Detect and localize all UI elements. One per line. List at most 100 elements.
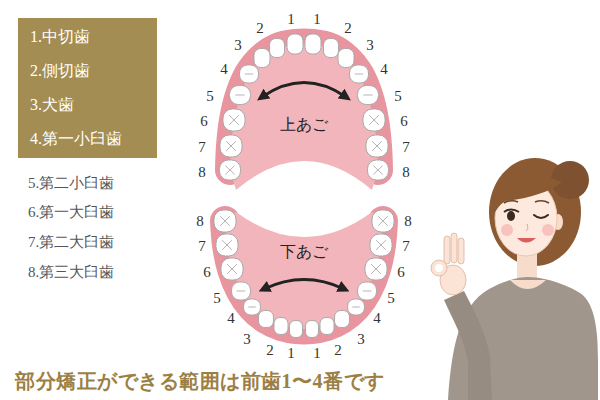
tooth-name: 4.第一小臼歯 xyxy=(30,122,122,156)
tooth xyxy=(290,321,303,338)
tooth xyxy=(306,321,319,338)
finger xyxy=(458,238,464,264)
tooth xyxy=(232,282,251,300)
tooth-groove xyxy=(363,291,371,292)
palate xyxy=(230,44,378,190)
tooth xyxy=(338,49,354,68)
tooth-crown xyxy=(372,210,394,232)
tooth-crown xyxy=(358,282,377,300)
tooth xyxy=(259,311,274,328)
tooth-groove xyxy=(363,95,372,96)
cheek xyxy=(501,224,513,236)
tooth-number: 6 xyxy=(400,114,408,129)
sleeve xyxy=(444,291,492,400)
tooth xyxy=(214,210,236,232)
tooth-crown xyxy=(290,321,303,338)
tooth-crown xyxy=(358,86,379,105)
tooth xyxy=(220,135,242,157)
tooth xyxy=(335,311,350,328)
tooth-crown xyxy=(324,39,339,58)
tooth-crown xyxy=(306,321,319,338)
tooth-groove xyxy=(371,264,381,274)
tooth-number: 8 xyxy=(402,165,410,180)
bangs xyxy=(494,175,562,214)
tooth-crown xyxy=(270,39,285,58)
tooth-number: 1 xyxy=(313,346,321,361)
tooth-crown xyxy=(230,86,251,105)
tooth xyxy=(365,258,387,280)
tooth-number: 8 xyxy=(404,214,412,229)
eyebrow xyxy=(504,201,518,203)
range-arrow xyxy=(262,83,346,98)
tooth-crown xyxy=(216,234,238,256)
tooth xyxy=(240,65,259,83)
tooth xyxy=(324,39,339,58)
tooth-number: 5 xyxy=(206,89,214,104)
tooth xyxy=(216,234,238,256)
tooth-groove xyxy=(378,216,388,226)
tooth-number: 2 xyxy=(266,343,274,358)
tooth-number: 8 xyxy=(196,214,204,229)
ok-ring-outline xyxy=(431,260,447,276)
jaw-label: 下あご xyxy=(280,242,328,261)
tooth-crown xyxy=(259,311,274,328)
tooth-number: 2 xyxy=(344,21,352,36)
tooth-number: 6 xyxy=(397,265,405,280)
tooth-name: 2.側切歯 xyxy=(30,54,90,88)
tooth xyxy=(363,109,385,131)
nose xyxy=(526,224,528,231)
tooth-number: 4 xyxy=(380,62,388,77)
tooth xyxy=(350,65,369,83)
tooth-crown xyxy=(287,34,303,54)
tooth-crown xyxy=(368,160,389,180)
tooth xyxy=(270,39,285,58)
tooth-crown xyxy=(214,210,236,232)
tooth-groove xyxy=(227,264,237,274)
tooth xyxy=(372,210,394,232)
tooth-number: 1 xyxy=(313,12,321,27)
finger xyxy=(451,233,457,263)
tooth-groove xyxy=(220,216,230,226)
tooth-number: 6 xyxy=(203,265,211,280)
tooth-number: 7 xyxy=(198,140,206,155)
mouth xyxy=(517,238,536,243)
tooth-crown xyxy=(348,299,365,315)
tooth-number: 3 xyxy=(234,38,242,53)
tooth-groove xyxy=(248,307,255,308)
tooth xyxy=(348,299,365,315)
tooth-groove xyxy=(245,74,253,75)
tooth-crown xyxy=(220,160,241,180)
tooth-number: 2 xyxy=(256,21,264,36)
jaw-outline xyxy=(185,2,425,198)
tooth xyxy=(254,49,270,68)
tooth-crown xyxy=(232,282,251,300)
tooth-name: 6.第一大臼歯 xyxy=(28,205,114,220)
tooth-groove xyxy=(372,141,382,151)
tooth-number: 4 xyxy=(220,62,228,77)
neckline xyxy=(510,280,546,289)
winking-eye xyxy=(534,215,548,218)
tooth-groove xyxy=(229,115,239,125)
tooth-name: 5.第二小臼歯 xyxy=(28,176,114,191)
eyebrow xyxy=(535,201,549,203)
woman-figure xyxy=(431,158,598,400)
tooth-crown xyxy=(335,311,350,328)
tooth-crown xyxy=(274,318,288,335)
tooth-crown xyxy=(350,65,369,83)
tooth xyxy=(274,318,288,335)
tooth-name: 7.第二大臼歯 xyxy=(28,235,114,250)
tooth-crown xyxy=(223,109,245,131)
tooth xyxy=(358,282,377,300)
tooth-groove xyxy=(355,74,363,75)
tooth-number: 3 xyxy=(366,38,374,53)
tooth-number: 6 xyxy=(200,114,208,129)
tooth-number: 5 xyxy=(387,291,395,306)
lower-jaw: 下あご xyxy=(185,200,425,370)
tooth-number: 1 xyxy=(287,346,295,361)
tooth-number: 7 xyxy=(198,239,206,254)
tooth-groove xyxy=(376,240,386,250)
tooth-groove xyxy=(222,240,232,250)
tooth-number: 2 xyxy=(334,343,342,358)
tooth-crown xyxy=(221,258,243,280)
